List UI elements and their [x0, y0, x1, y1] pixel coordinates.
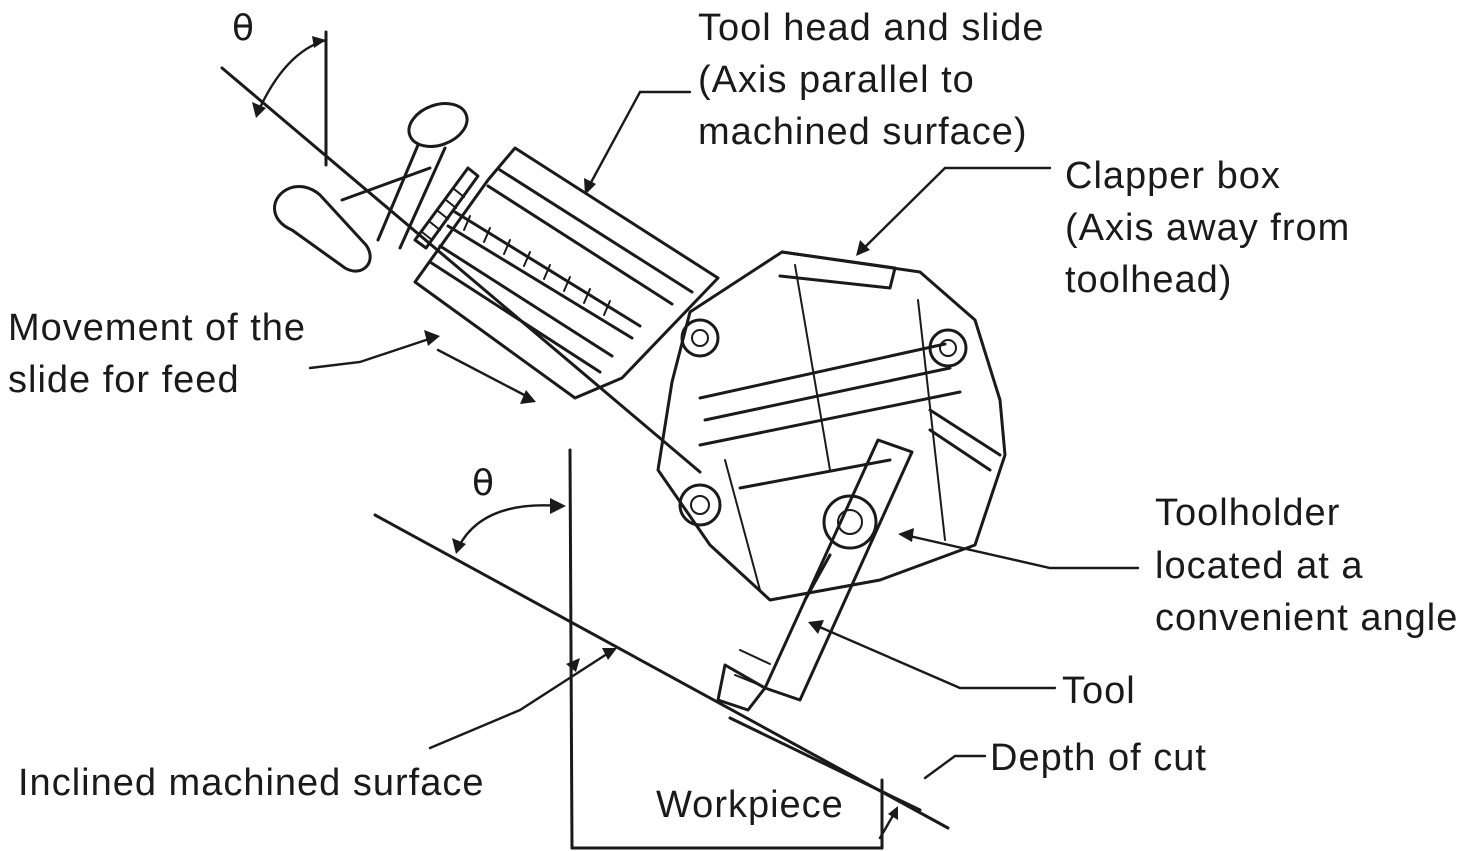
- theta-label-top: θ: [232, 8, 254, 49]
- toolholder: [716, 438, 914, 712]
- leader-inclined-surface: [428, 650, 612, 750]
- workpiece-label: Workpiece: [656, 784, 844, 826]
- theta-arc-top: [256, 38, 328, 114]
- feed-handle: [273, 102, 480, 273]
- clapper-box: [656, 250, 1007, 602]
- theta-arc-mid: [456, 504, 562, 550]
- movement-label-line2: slide for feed: [8, 359, 240, 401]
- tool-head-label-line1: Tool head and slide: [698, 7, 1044, 49]
- theta-arrow-mid-left: [452, 538, 466, 554]
- theta-arrow-top-right: [312, 36, 326, 48]
- theta-arrow-mid-right: [550, 498, 566, 514]
- top-angle-reference: [220, 30, 702, 474]
- tool-head-slide: [413, 146, 720, 400]
- movement-label-line1: Movement of the: [8, 307, 306, 349]
- tool-label: Tool: [1062, 670, 1136, 712]
- leader-clapper-box: [860, 166, 1052, 252]
- depth-of-cut-label: Depth of cut: [990, 737, 1207, 779]
- toolholder-label-line2: located at a: [1155, 545, 1363, 587]
- leader-movement: [308, 336, 434, 370]
- leader-toolholder: [903, 533, 1140, 570]
- workpiece: [373, 448, 950, 850]
- leader-tool-head: [586, 90, 692, 190]
- clapper-box-label-line2: (Axis away from: [1065, 207, 1350, 249]
- theta-label-mid: θ: [472, 463, 494, 504]
- clapper-box-label-line3: toolhead): [1065, 259, 1232, 301]
- leader-tool: [813, 623, 1057, 690]
- leader-depth-of-cut: [923, 754, 987, 780]
- feed-direction-arrow: [436, 348, 532, 400]
- tool-head-label-line3: machined surface): [698, 111, 1028, 153]
- tool-head-label-line2: (Axis parallel to: [698, 59, 975, 101]
- vertical-reference-mid: [568, 448, 574, 850]
- slide-axis-line: [220, 66, 702, 474]
- inclined-surface-label: Inclined machined surface: [18, 762, 484, 804]
- toolholder-label-line3: convenient angle: [1155, 597, 1458, 639]
- toolholder-label-line1: Toolholder: [1155, 492, 1340, 534]
- theta-arrow-top-left: [252, 102, 266, 118]
- clapper-box-label-line1: Clapper box: [1065, 155, 1281, 197]
